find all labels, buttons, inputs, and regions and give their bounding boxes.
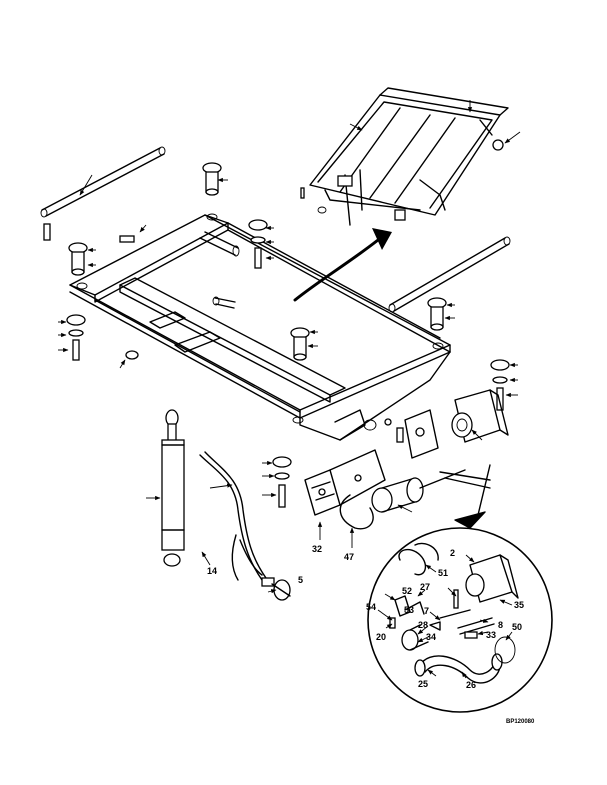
callout-54: 54 xyxy=(366,602,376,612)
callout-27: 27 xyxy=(420,582,430,592)
callout-28: 28 xyxy=(418,620,428,630)
callout-52: 52 xyxy=(402,586,412,596)
callout-25: 25 xyxy=(418,679,428,689)
callout-33: 33 xyxy=(486,630,496,640)
pump-cylinder xyxy=(371,469,491,513)
callout-8: 8 xyxy=(498,620,503,630)
callout-51: 51 xyxy=(438,568,448,578)
clamp-47 xyxy=(339,494,374,530)
callout-35: 35 xyxy=(514,600,524,610)
callout-50: 50 xyxy=(512,622,522,632)
rod-right xyxy=(388,236,511,313)
detail-view xyxy=(367,464,553,713)
callout-26: 26 xyxy=(466,680,476,690)
cable-harness xyxy=(199,451,291,601)
callout-7: 7 xyxy=(424,606,429,616)
callout-labels: 2 5 7 8 14 20 25 26 27 28 32 33 34 35 47… xyxy=(207,544,535,725)
callout-20: 20 xyxy=(376,632,386,642)
base-frame xyxy=(69,213,451,441)
leader-lines xyxy=(58,100,521,679)
rod-upper-left xyxy=(40,146,166,218)
upper-seat-frame xyxy=(300,87,509,226)
motor-housing xyxy=(451,389,509,443)
callout-34: 34 xyxy=(426,632,436,642)
callout-32: 32 xyxy=(312,544,322,554)
callout-47: 47 xyxy=(344,552,354,562)
figure-code: BP120080 xyxy=(506,719,535,725)
callout-53: 53 xyxy=(404,605,414,615)
isolator-mounts xyxy=(43,162,510,508)
callout-14: 14 xyxy=(207,566,217,576)
actuator-cylinder xyxy=(161,409,185,567)
assembly-arrow-head xyxy=(372,228,392,250)
latch-assembly-lower xyxy=(304,449,386,516)
latch-assembly-upper xyxy=(384,409,439,459)
callout-2: 2 xyxy=(450,548,455,558)
assembly-arrow xyxy=(293,238,380,302)
callout-5: 5 xyxy=(298,575,303,585)
